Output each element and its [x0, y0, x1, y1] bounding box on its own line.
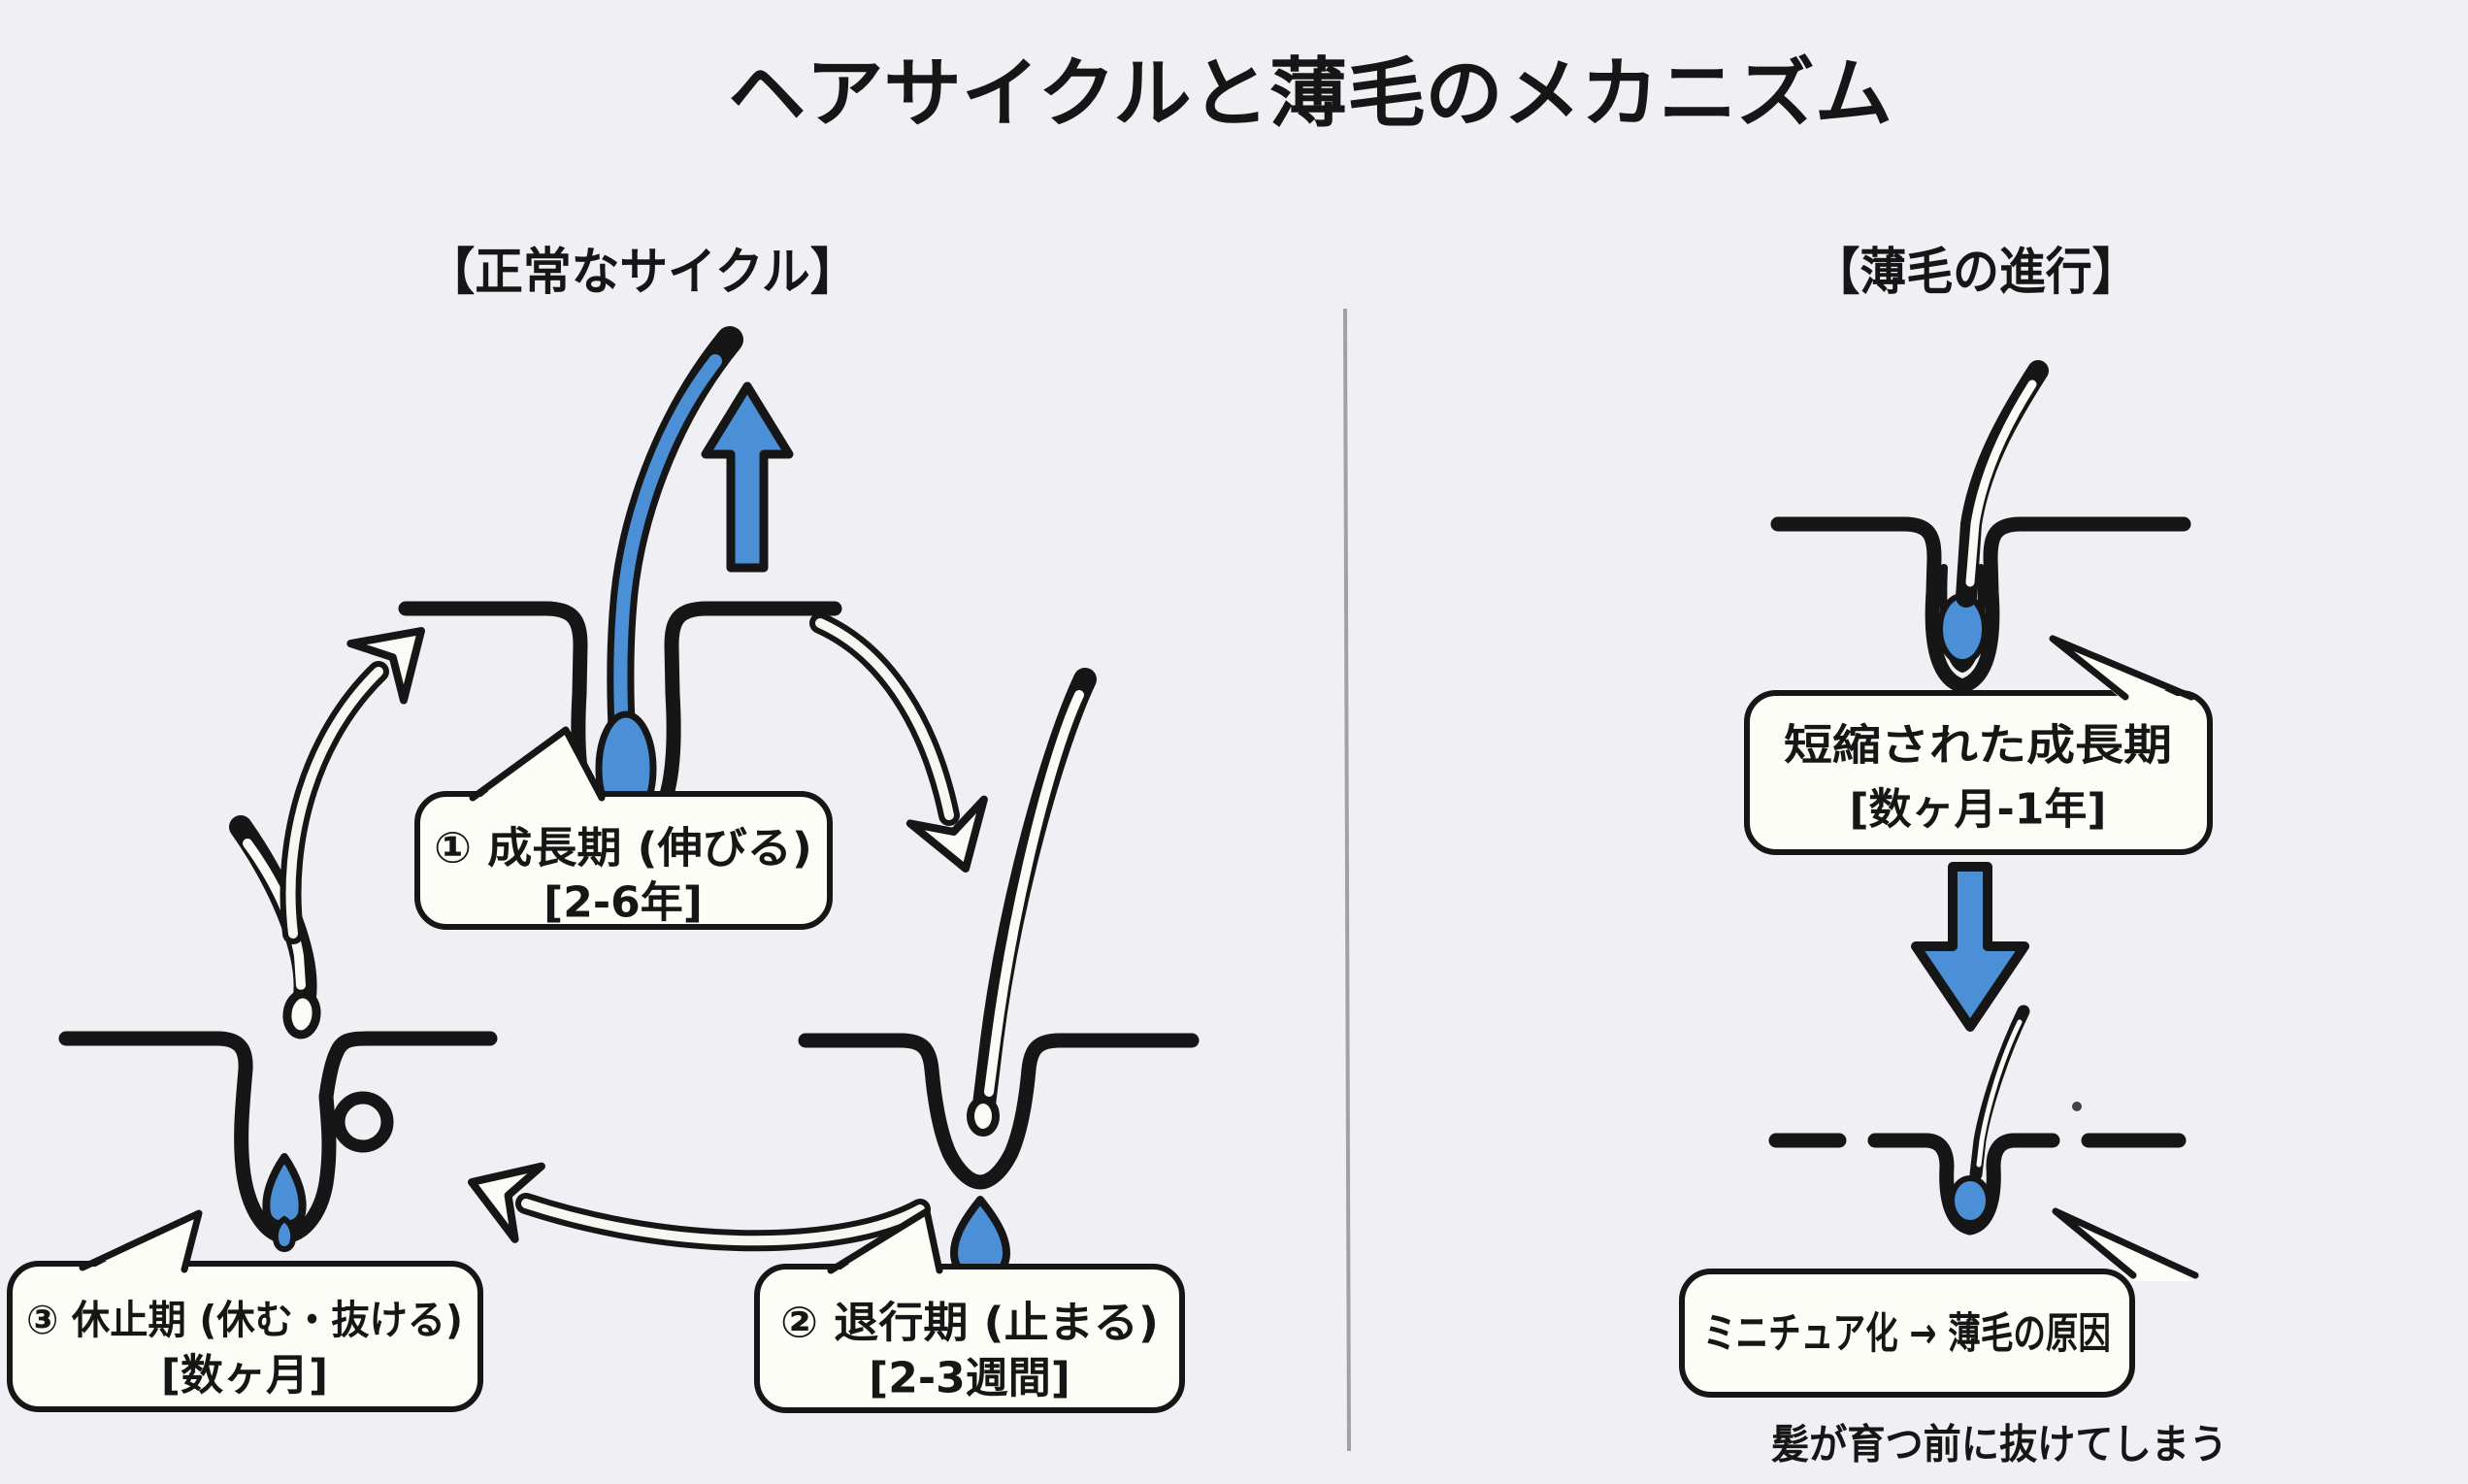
telogen-club-root	[282, 989, 321, 1039]
miniaturization-bubble: ミニチュア化 → 薄毛の原因	[1679, 1207, 2199, 1398]
thinning-note: 髪が育つ前に抜けてしまう	[1771, 1421, 2227, 1468]
cycle-arrow-telogen-to-growth	[280, 627, 425, 944]
shortened-growth-duration: [数ヶ月-1年]	[1849, 785, 2106, 835]
arrow-spine-inner	[285, 667, 383, 939]
miniaturized-follicle-illustration	[1768, 1005, 2187, 1236]
speck-dot	[2072, 1102, 2082, 1111]
bubble-tail-edge	[2052, 1207, 2199, 1279]
arrow-head-icon	[346, 627, 425, 705]
cycle-arrow-catagen-to-telogen	[468, 1162, 931, 1252]
arrow-spine-inner	[521, 1199, 925, 1246]
bubble-tail-edge	[469, 726, 606, 802]
arrow-spine-inner	[815, 618, 954, 820]
thinning-header: 【薄毛の進行】	[1814, 244, 2139, 302]
catagen-stage-bubble: ② 退行期 (止まる) [2-3週間]	[754, 1207, 1185, 1413]
growth-follicle-illustration	[398, 326, 842, 850]
shortened-skin-line	[1770, 516, 2191, 694]
telogen-papilla	[262, 1153, 307, 1229]
catagen-follicle-illustration	[798, 668, 1200, 1283]
arrow-head-icon	[468, 1162, 545, 1243]
bubble-tail	[473, 730, 602, 804]
shortened-hair-outline	[1956, 360, 2049, 608]
bubble-tail	[831, 1211, 939, 1276]
bubble-box	[1744, 690, 2213, 855]
miniaturization-label: ミニチュア化 → 薄毛の原因	[1703, 1309, 2111, 1359]
progression-down-arrow-icon	[1911, 862, 2029, 1032]
bubble-box	[1679, 1269, 2135, 1398]
shortened-follicle-illustration	[1770, 360, 2191, 694]
bubble-tail-edge	[79, 1209, 203, 1273]
grow-up-arrow-icon	[701, 381, 794, 573]
normal-cycle-header: 【正常なサイクル】	[427, 244, 859, 302]
mini-skin-line	[1867, 1133, 2060, 1236]
bubble-box	[7, 1261, 483, 1412]
catagen-stage-label: ② 退行期 (止まる)	[780, 1299, 1159, 1348]
bubble-box	[754, 1264, 1185, 1413]
mini-bulb	[1949, 1175, 1991, 1226]
telogen-stage-bubble: ③ 休止期 (休む・抜ける) [数ヶ月]	[7, 1209, 483, 1412]
growth-stage-bubble: ① 成長期 (伸びる) [2-6年]	[414, 726, 833, 930]
telogen-wall-pouch	[332, 1091, 394, 1153]
mini-hair-inner	[1976, 1019, 2023, 1168]
bubble-tail-edge	[827, 1207, 943, 1274]
catagen-skin-line	[798, 1033, 1200, 1190]
telogen-stage-label: ③ 休止期 (休む・抜ける)	[26, 1297, 463, 1343]
growth-stage-duration: [2-6年]	[543, 878, 703, 928]
shortened-growth-bubble: 短縮された成長期 [数ヶ月-1年]	[1744, 635, 2213, 855]
shortened-growth-label: 短縮された成長期	[1784, 721, 2172, 771]
telogen-papilla-tail	[272, 1215, 297, 1252]
arrow-spine	[809, 612, 960, 826]
cycle-arrow-growth-to-catagen	[809, 612, 988, 873]
bubble-box	[414, 791, 833, 930]
page-title: ヘアサイクルと薄毛のメカニズム	[728, 50, 1892, 138]
bubble-tail-edge	[2049, 635, 2195, 701]
section-divider	[1343, 308, 1351, 1452]
growth-stage-label: ① 成長期 (伸びる)	[434, 824, 812, 874]
telogen-skin-line	[58, 1031, 498, 1244]
catagen-hair-club	[967, 1096, 1000, 1137]
shortened-hair-inner	[1965, 379, 2037, 587]
arrow-head-icon	[905, 795, 988, 873]
telogen-stage-duration: [数ヶ月]	[161, 1351, 328, 1401]
catagen-stage-duration: [2-3週間]	[869, 1354, 1070, 1403]
catagen-hair-inner	[984, 690, 1084, 1097]
